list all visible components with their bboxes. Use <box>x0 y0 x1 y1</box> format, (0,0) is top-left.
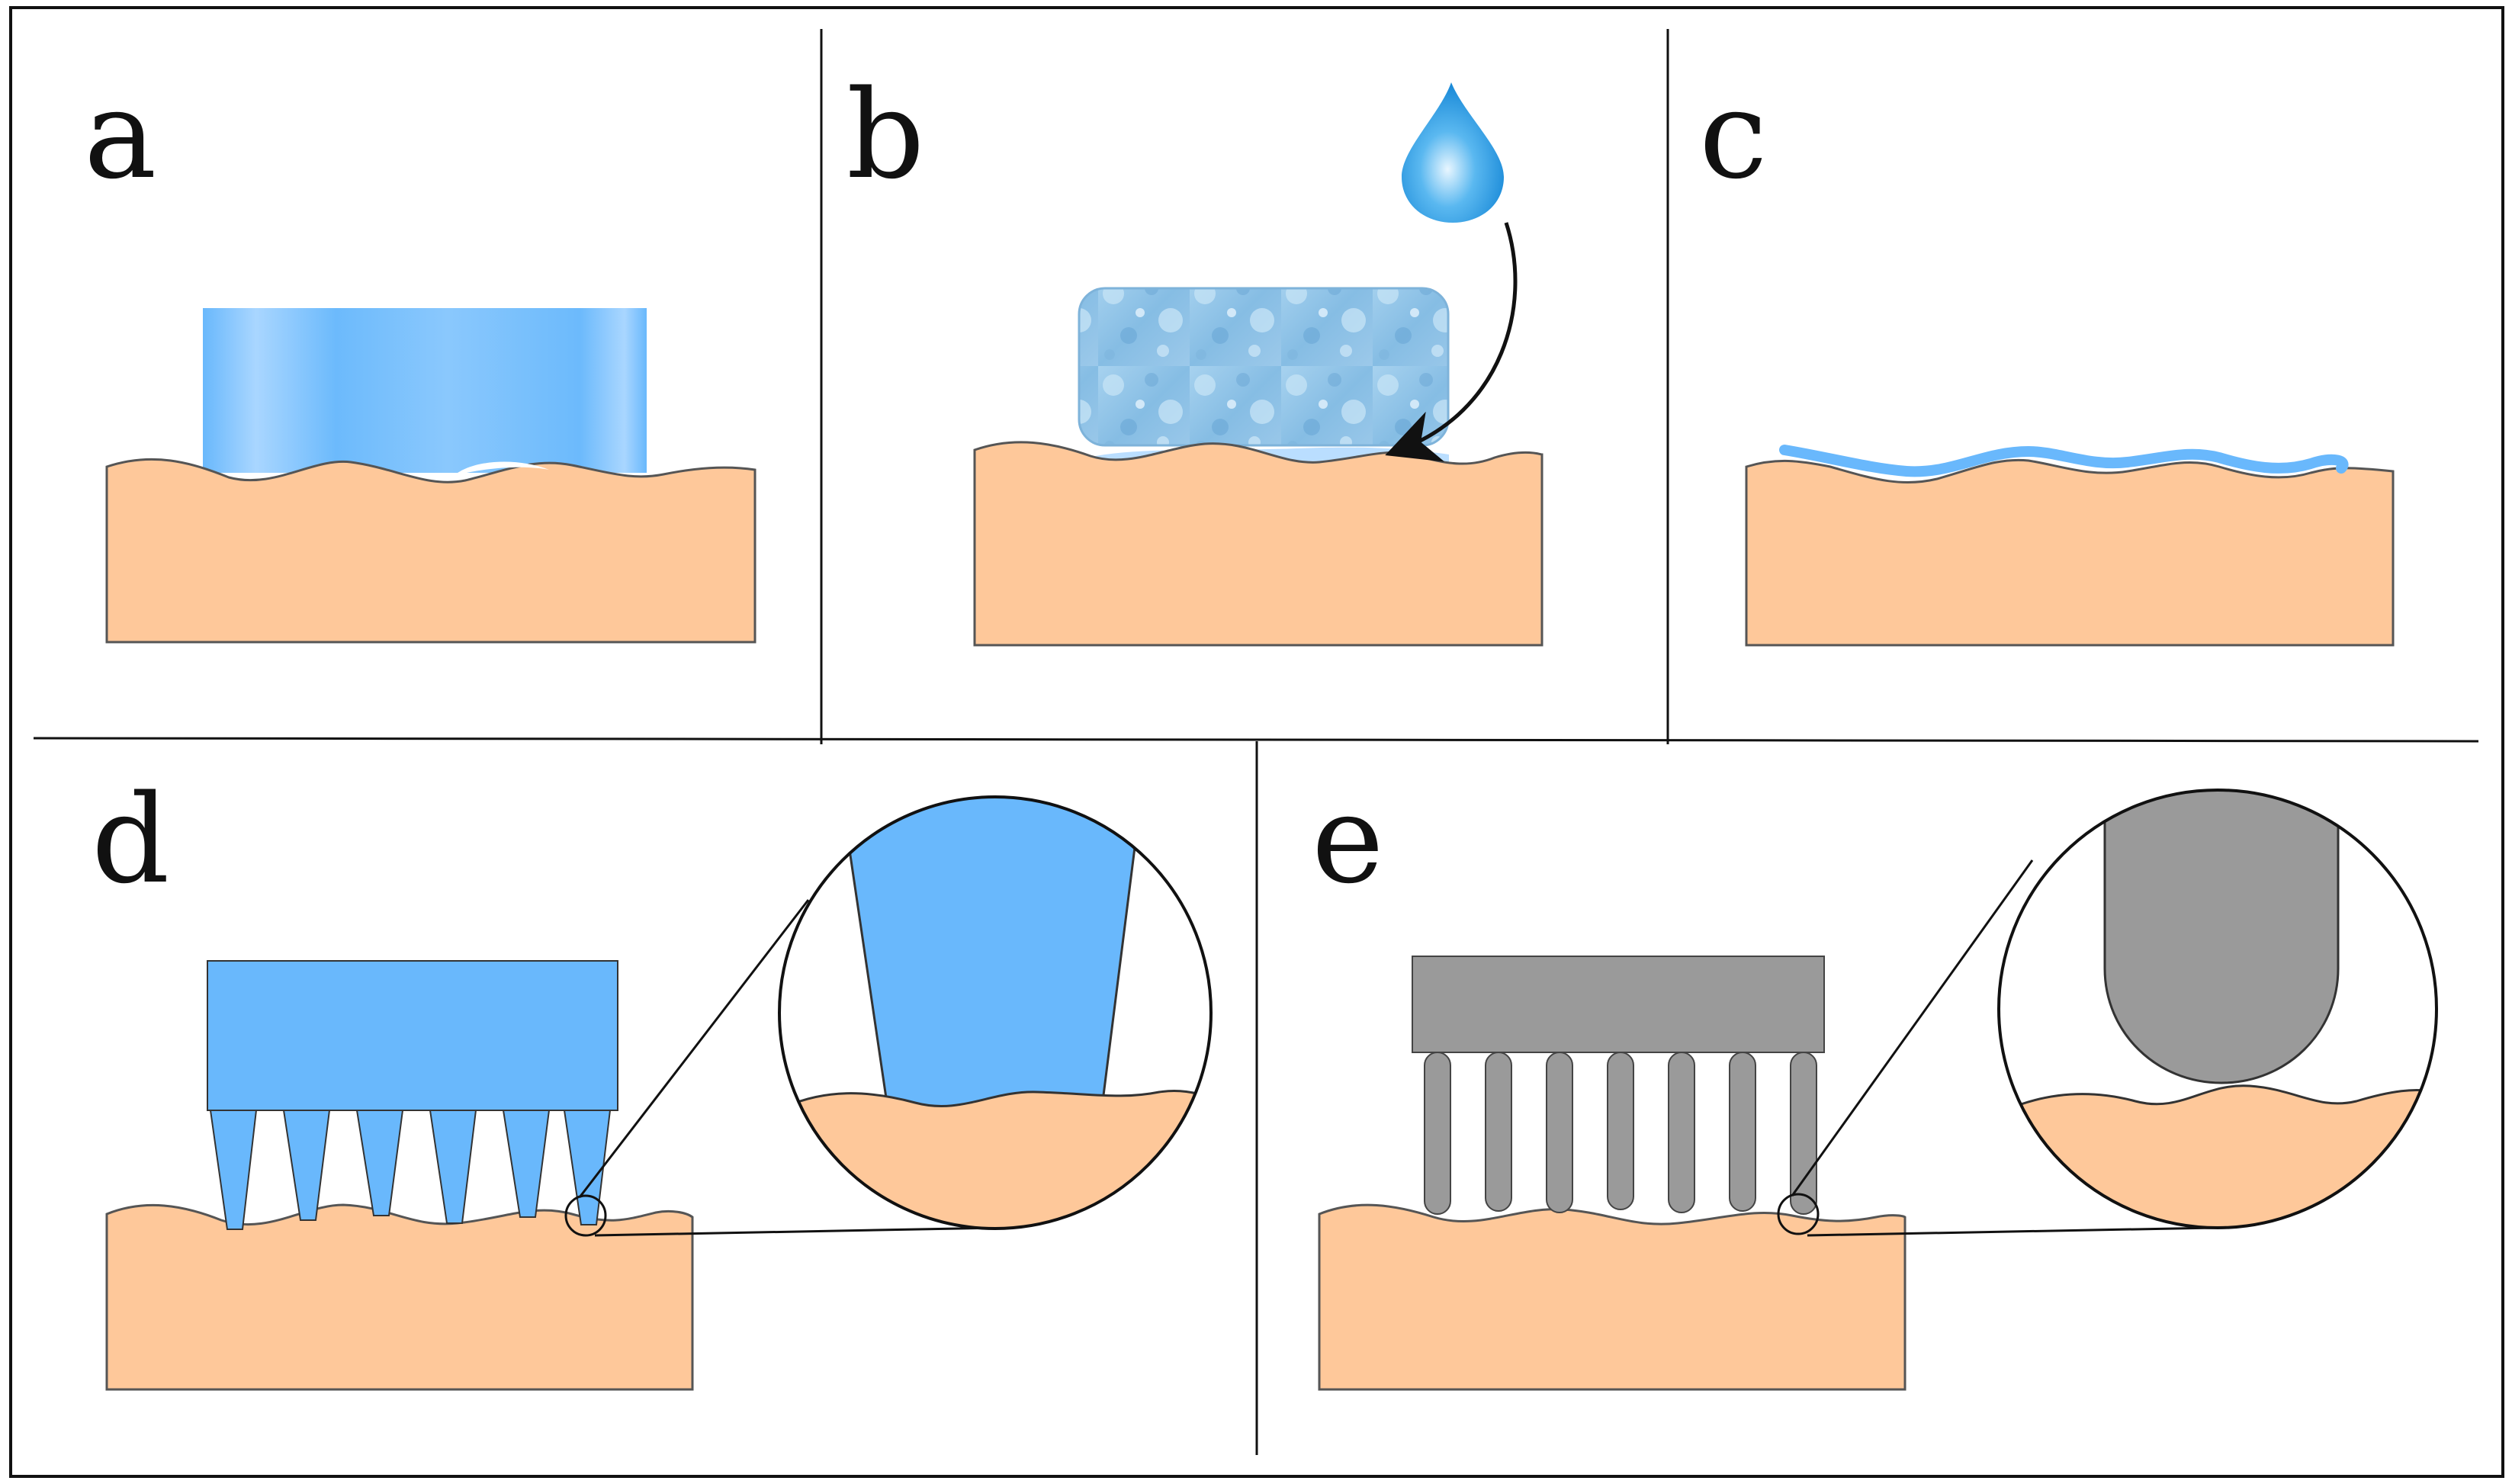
zoom-skin-d <box>779 1090 1211 1229</box>
panel-label-c: c <box>1699 63 1768 206</box>
microneedle-base-d <box>207 960 618 1111</box>
panel-label-a: a <box>84 63 156 206</box>
panel-b: b <box>846 63 1543 647</box>
panel-d: d <box>92 768 1213 1391</box>
pillar-e-4 <box>1607 1052 1634 1210</box>
pillar-base-e <box>1412 956 1825 1053</box>
zoom-line-bottom-e <box>1807 1226 2216 1237</box>
needle-d-4 <box>429 1110 477 1224</box>
pillar-e-3 <box>1546 1052 1573 1213</box>
pillar-e-2 <box>1485 1052 1512 1212</box>
adhesive-film-c <box>1779 445 2349 477</box>
hydrogel-patch-b <box>1078 287 1450 447</box>
magnifier-circle-icon-e <box>1997 789 2438 1229</box>
skin-a <box>105 458 756 644</box>
panel-a: a <box>84 63 756 644</box>
needle-d-2 <box>282 1110 331 1221</box>
needle-d-6 <box>563 1110 612 1225</box>
skin-b <box>973 441 1543 647</box>
zoom-line-top-d <box>578 899 810 1198</box>
pillar-e-1 <box>1424 1052 1451 1215</box>
skin-e <box>1318 1203 1906 1391</box>
curved-arrow-icon <box>1385 222 1518 462</box>
panel-label-b: b <box>846 63 924 206</box>
zoom-needle-d <box>840 797 1143 1115</box>
panel-c: c <box>1699 63 2395 647</box>
water-drop-icon <box>1402 82 1504 223</box>
magnifier-small-e <box>1777 1193 1820 1235</box>
needle-d-3 <box>355 1110 404 1216</box>
pillar-e-7 <box>1790 1052 1817 1215</box>
magnifier-circle-icon <box>778 795 1213 1230</box>
zoom-line-top-e <box>1791 859 2034 1197</box>
microneedle-array-d <box>209 1110 612 1230</box>
panel-label-d: d <box>92 768 169 911</box>
panel-e: e <box>1312 768 2438 1391</box>
pillar-e-6 <box>1729 1052 1756 1212</box>
pillar-array-e <box>1424 1052 1817 1215</box>
panel-label-e: e <box>1312 768 1384 911</box>
zoom-line-bottom-d <box>594 1226 1001 1237</box>
zoom-pillar-e <box>2103 790 2340 1084</box>
air-pocket-a <box>454 461 549 476</box>
skin-c <box>1745 458 2395 647</box>
pillar-e-5 <box>1668 1052 1695 1213</box>
adhesive-block-a <box>203 308 647 473</box>
skin-d <box>105 1203 694 1391</box>
needle-d-5 <box>502 1110 551 1218</box>
magnifier-small-d <box>564 1194 607 1237</box>
needle-d-1 <box>209 1110 258 1230</box>
outer-frame <box>9 6 2504 1478</box>
divider-horizontal <box>33 737 2479 743</box>
